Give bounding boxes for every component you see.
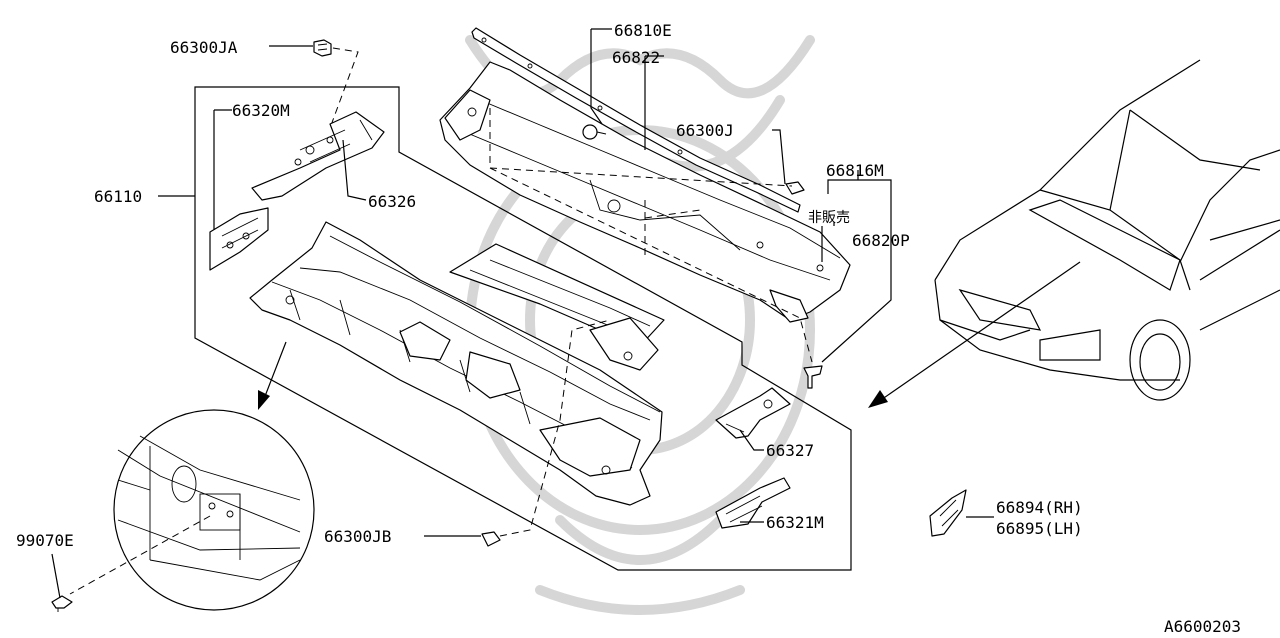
seal-strip-66810E[interactable] [471, 27, 801, 213]
label-66110: 66110 [94, 187, 142, 206]
detail-circle[interactable] [113, 409, 315, 611]
cowl-panel-66822[interactable] [439, 61, 851, 323]
label-66321M: 66321M [766, 513, 824, 532]
detail-arrow [258, 341, 287, 410]
clip-66300J[interactable] [785, 181, 805, 195]
diagram-code: A6600203 [1164, 617, 1241, 636]
label-66895: 66895(LH) [996, 519, 1083, 538]
clip-99070E[interactable] [51, 595, 73, 612]
bracket-66321M[interactable] [715, 477, 791, 529]
label-66327: 66327 [766, 441, 814, 460]
vehicle-illustration [934, 59, 1280, 401]
label-66300JB: 66300JB [324, 527, 391, 546]
label-66326: 66326 [368, 192, 416, 211]
assembly-frame [194, 86, 852, 571]
label-99070E: 99070E [16, 531, 74, 550]
cowl-top-66110[interactable] [249, 221, 665, 506]
label-66320M: 66320M [232, 101, 290, 120]
vehicle-arrow [868, 261, 1081, 408]
bracket-66320M[interactable] [209, 207, 269, 271]
label-66300JA: 66300JA [170, 38, 238, 57]
clip-66300JA[interactable] [313, 39, 332, 57]
bracket-66327[interactable] [715, 387, 791, 439]
bracket-66326[interactable] [251, 111, 385, 201]
label-66820P: 66820P [852, 231, 910, 250]
moulding-66894-66895[interactable] [929, 489, 967, 537]
label-66822: 66822 [612, 48, 660, 67]
clip-66300JB[interactable] [481, 531, 501, 547]
label-66894: 66894(RH) [996, 498, 1083, 517]
label-66300J: 66300J [676, 121, 734, 140]
label-66816M: 66816M [826, 161, 884, 180]
grommet-66810E[interactable] [582, 124, 607, 140]
clip-66820P[interactable] [803, 365, 823, 389]
label-66810E: 66810E [614, 21, 672, 40]
label-not-for-sale: 非販売 [808, 210, 850, 226]
